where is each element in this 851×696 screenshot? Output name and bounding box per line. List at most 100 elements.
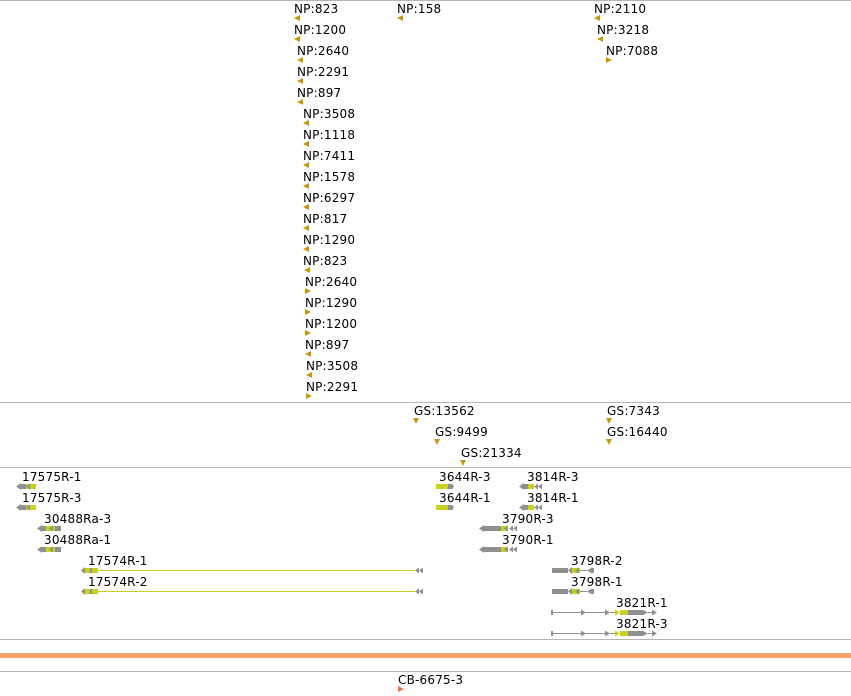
feature-marker <box>606 57 612 63</box>
transcript-label: 17575R-1 <box>22 470 82 484</box>
feature-label: NP:3508 <box>303 107 356 121</box>
feature-marker <box>413 418 419 424</box>
feature-label: NP:1290 <box>303 233 356 247</box>
scale-bar[interactable] <box>0 653 851 658</box>
track-separator <box>0 402 851 403</box>
feature-marker <box>303 120 309 126</box>
transcript-label: 30488Ra-3 <box>44 512 112 526</box>
transcript-label: 17574R-2 <box>88 575 148 589</box>
feature-label: CB-6675-3 <box>398 673 464 687</box>
feature-label: NP:1200 <box>294 23 347 37</box>
gene-glyph <box>81 588 423 595</box>
transcript-label: 3814R-1 <box>527 491 579 505</box>
feature-marker <box>434 439 440 445</box>
feature-marker <box>397 15 403 21</box>
feature-marker <box>606 418 612 424</box>
feature-label: NP:823 <box>303 254 348 268</box>
feature-label: NP:2291 <box>306 380 359 394</box>
transcript-label: 17575R-3 <box>22 491 82 505</box>
feature-marker <box>297 57 303 63</box>
transcript-label: 17574R-1 <box>88 554 148 568</box>
gene-glyph <box>436 504 454 511</box>
transcript-label: 3790R-1 <box>502 533 554 547</box>
feature-label: NP:2291 <box>297 65 350 79</box>
feature-label: GS:7343 <box>607 404 660 418</box>
transcript-track: 17575R-1 17575R-3 30488Ra-3 30488Ra-1 17… <box>0 468 851 639</box>
feature-label: NP:1118 <box>303 128 356 142</box>
feature-marker <box>398 686 404 692</box>
transcript-label: 30488Ra-1 <box>44 533 112 547</box>
feature-label: GS:13562 <box>414 404 475 418</box>
feature-marker <box>306 393 312 399</box>
gene-model <box>16 504 38 511</box>
track-separator <box>0 467 851 468</box>
gene-model <box>81 588 423 595</box>
transcript-label: 3790R-3 <box>502 512 554 526</box>
bottom-track: CB-6675-3 <box>0 672 851 696</box>
feature-marker <box>305 351 311 357</box>
gene-model <box>436 504 454 511</box>
gene-glyph <box>519 504 542 511</box>
feature-marker <box>305 309 311 315</box>
feature-label: NP:7088 <box>606 44 659 58</box>
feature-marker <box>303 225 309 231</box>
feature-marker <box>297 78 303 84</box>
gene-model <box>81 567 423 574</box>
feature-marker <box>294 15 300 21</box>
transcript-label: 3798R-1 <box>571 575 623 589</box>
gene-model <box>551 630 657 637</box>
gene-model <box>479 525 517 532</box>
feature-label: NP:817 <box>303 212 348 226</box>
gene-model <box>551 609 657 616</box>
feature-label: NP:1578 <box>303 170 356 184</box>
feature-marker <box>303 246 309 252</box>
gene-glyph <box>479 525 517 532</box>
feature-marker <box>594 15 600 21</box>
gene-model <box>436 483 454 490</box>
gs-track: GS:13562 GS:9499 GS:21334 GS:7343 GS:164… <box>0 403 851 467</box>
gene-glyph <box>552 588 594 595</box>
np-track: NP:823 NP:1200 NP:2640 NP:2291 NP:897 NP… <box>294 2 659 399</box>
gene-model <box>519 483 543 490</box>
feature-marker <box>303 204 309 210</box>
feature-marker <box>303 183 309 189</box>
feature-marker <box>305 288 311 294</box>
feature-label: GS:9499 <box>435 425 488 439</box>
feature-label: GS:16440 <box>607 425 668 439</box>
feature-marker <box>304 267 310 273</box>
gene-model <box>552 588 594 595</box>
feature-label: NP:7411 <box>303 149 356 163</box>
gene-glyph <box>479 546 517 553</box>
transcript-label: 3644R-1 <box>439 491 491 505</box>
feature-label: NP:2110 <box>594 2 647 16</box>
gene-glyph <box>436 483 454 490</box>
gene-glyph <box>552 567 594 574</box>
gene-model <box>37 546 62 553</box>
gene-model <box>16 483 38 490</box>
track-separator <box>0 0 851 1</box>
transcript-label: 3644R-3 <box>439 470 491 484</box>
transcript-label: 3821R-3 <box>616 617 668 631</box>
gene-glyph <box>16 483 36 490</box>
gene-glyph <box>519 483 542 490</box>
feature-label: NP:3218 <box>597 23 650 37</box>
feature-marker <box>305 330 311 336</box>
gene-model <box>552 567 594 574</box>
feature-marker <box>460 460 466 466</box>
feature-label: NP:2640 <box>305 275 358 289</box>
track-separator <box>0 639 851 640</box>
feature-marker <box>294 36 300 42</box>
gene-glyph <box>551 630 657 637</box>
feature-label: NP:2640 <box>297 44 350 58</box>
feature-label: NP:897 <box>297 86 342 100</box>
feature-marker <box>303 141 309 147</box>
feature-label: GS:21334 <box>461 446 522 460</box>
gene-glyph <box>81 567 423 574</box>
feature-label: NP:1200 <box>305 317 358 331</box>
feature-label: NP:897 <box>305 338 350 352</box>
gene-glyph <box>16 504 36 511</box>
feature-label: NP:3508 <box>306 359 359 373</box>
gene-model <box>479 546 517 553</box>
gene-glyph <box>551 609 657 616</box>
gene-glyph <box>37 525 61 532</box>
